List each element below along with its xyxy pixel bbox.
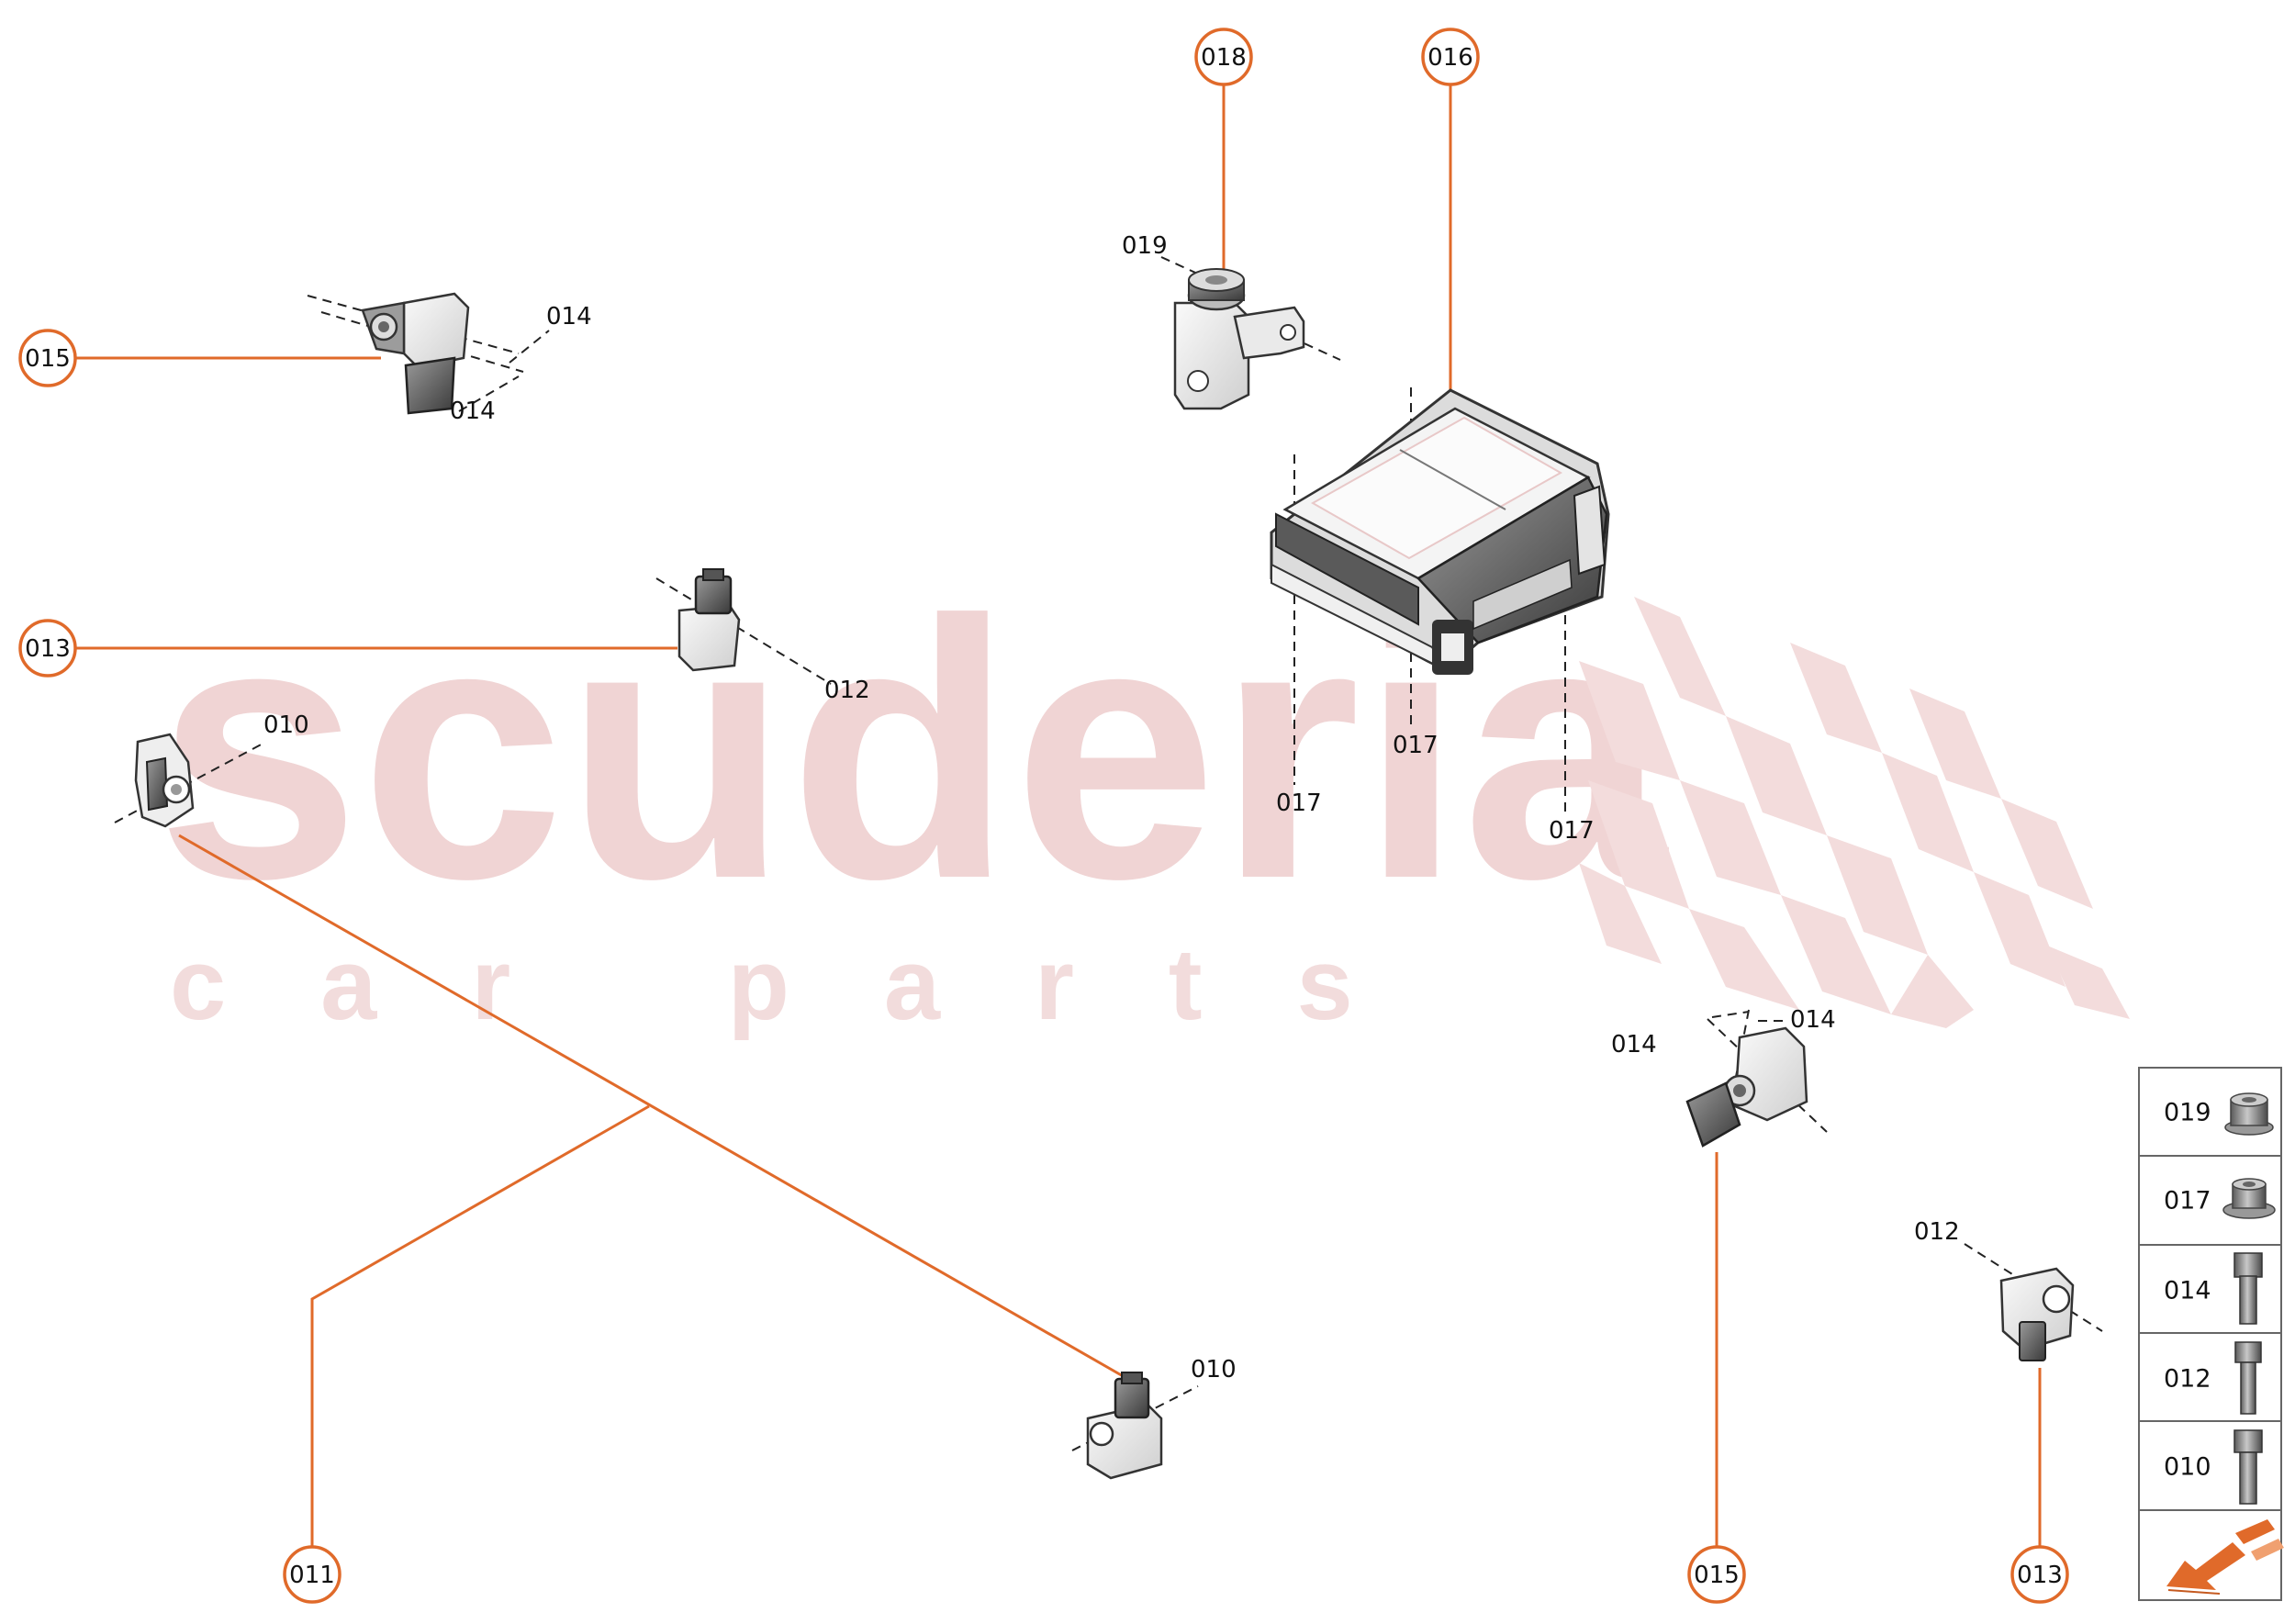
callout-018-label: 018 [1201,44,1247,72]
callout-016[interactable]: 016 [1421,28,1480,86]
callout-013-bottom[interactable]: 013 [2010,1545,2069,1604]
sensor-part-013-left [677,568,741,672]
sensor-part-013-bottom [1999,1267,2075,1361]
callout-015-left-label: 015 [25,345,71,373]
legend-row-012[interactable]: 012 [2164,1341,2262,1415]
control-module-part-016 [1270,388,1610,675]
checkered-flag-watermark [1579,597,2130,1028]
callout-015-left[interactable]: 015 [18,329,77,387]
callout-018[interactable]: 018 [1194,28,1253,86]
callout-011-label: 011 [289,1562,335,1589]
callout-016-label: 016 [1427,44,1473,72]
callout-013-left-label: 013 [25,635,71,663]
legend-row-019[interactable]: 019 [2164,1092,2274,1136]
direction-arrow-icon[interactable] [2166,1519,2284,1595]
label-017-a: 017 [1393,732,1439,759]
hex-bolt-icon [2234,1341,2262,1415]
legend-row-014[interactable]: 014 [2164,1252,2263,1325]
leader-lines [75,84,2042,1547]
legend-label-010: 010 [2164,1453,2211,1482]
label-012-a: 012 [824,677,870,704]
bracket-part-018 [1173,268,1305,410]
hex-bolt-icon [2233,1429,2263,1505]
label-014-a: 014 [546,303,592,330]
legend-row-010[interactable]: 010 [2164,1429,2263,1505]
callout-013-left[interactable]: 013 [18,619,77,678]
sensor-part-015-left [361,292,470,415]
hex-bolt-icon [2233,1252,2263,1325]
flange-nut-icon [2224,1092,2274,1136]
callout-015-bottom[interactable]: 015 [1687,1545,1746,1604]
legend-label-017: 017 [2164,1187,2211,1215]
callout-011[interactable]: 011 [283,1545,341,1604]
label-012-b: 012 [1914,1218,1960,1246]
label-010-a: 010 [263,711,309,739]
label-014-d: 014 [1790,1006,1836,1034]
sensor-part-011-lower [1086,1372,1163,1480]
legend-label-012: 012 [2164,1365,2211,1394]
label-014-b: 014 [450,398,496,425]
watermark: scuderia car parts [156,544,2130,1041]
callout-013-bottom-label: 013 [2017,1562,2063,1589]
hardware-legend: 019 017 014 012 [2138,1067,2284,1601]
legend-row-017[interactable]: 017 [2164,1178,2276,1219]
legend-label-019: 019 [2164,1099,2211,1127]
sensor-part-011-upper [134,733,195,828]
label-017-b: 017 [1276,790,1322,817]
callout-015-bottom-label: 015 [1694,1562,1740,1589]
label-019: 019 [1122,232,1168,260]
flange-nut-icon [2222,1178,2276,1219]
label-017-c: 017 [1549,817,1595,845]
legend-label-014: 014 [2164,1277,2211,1305]
sensor-part-015-bottom [1685,1026,1808,1148]
label-010-b: 010 [1191,1356,1237,1383]
label-014-c: 014 [1611,1031,1657,1058]
watermark-tagline: car parts [170,928,1448,1041]
